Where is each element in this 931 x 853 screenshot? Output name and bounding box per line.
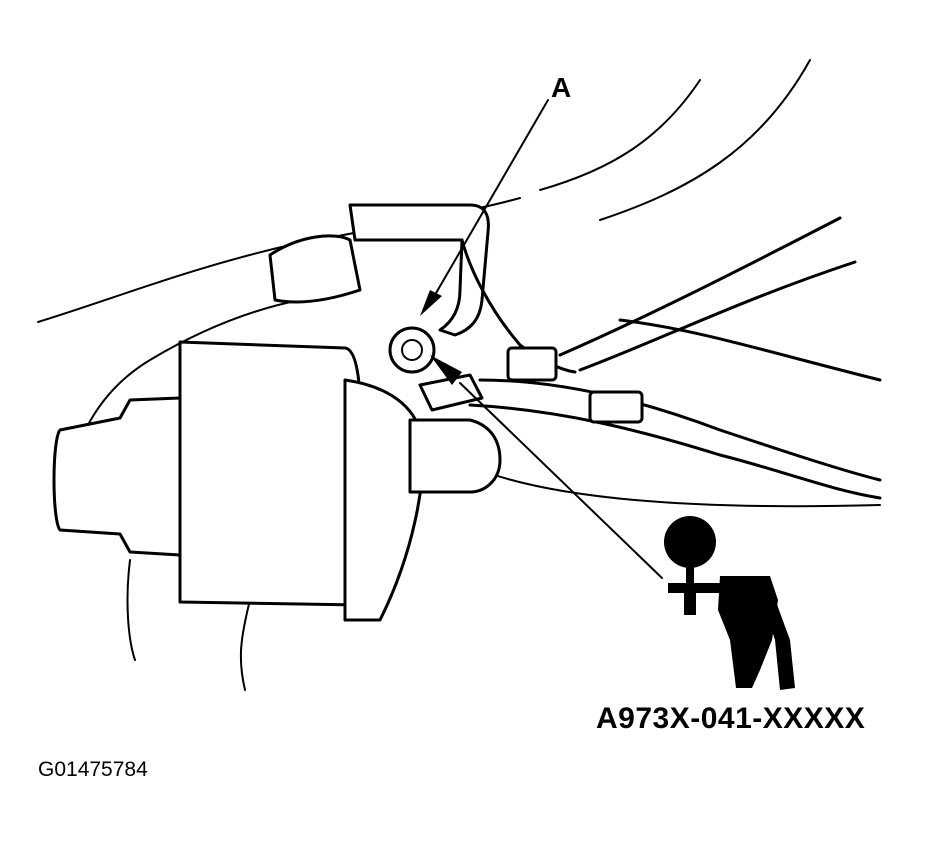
brake-line-upper-2 <box>578 260 857 372</box>
bleeder-screw-inner <box>401 339 423 361</box>
hose-bracket <box>348 203 490 337</box>
hub-flange <box>178 340 363 607</box>
caliper-piston <box>408 418 502 494</box>
figure-id: G01475784 <box>38 758 148 781</box>
body-rail <box>618 318 882 382</box>
line-fitting-2 <box>588 390 644 424</box>
leader-line-a <box>431 99 549 301</box>
leader-line-tool <box>459 382 663 579</box>
brake-hose-lower <box>478 378 882 482</box>
lower-arm-contour <box>126 559 251 691</box>
tool-part-number: A973X-041-XXXXX <box>596 702 866 735</box>
leader-arrow-a <box>420 290 442 316</box>
strut-body <box>268 234 362 304</box>
leader-arrow-tool <box>430 355 462 385</box>
body-contour-right <box>539 59 811 221</box>
callout-label-a: A <box>551 72 572 103</box>
rotor-disc <box>343 378 425 622</box>
line-fitting-1 <box>506 346 558 382</box>
brake-hose-lower-2 <box>468 403 882 500</box>
brake-line-upper <box>558 216 842 357</box>
hub-cap-left <box>52 396 182 557</box>
pressure-gauge-icon <box>664 516 795 690</box>
fender-contour <box>479 469 881 508</box>
bleeder-screw <box>388 326 436 374</box>
